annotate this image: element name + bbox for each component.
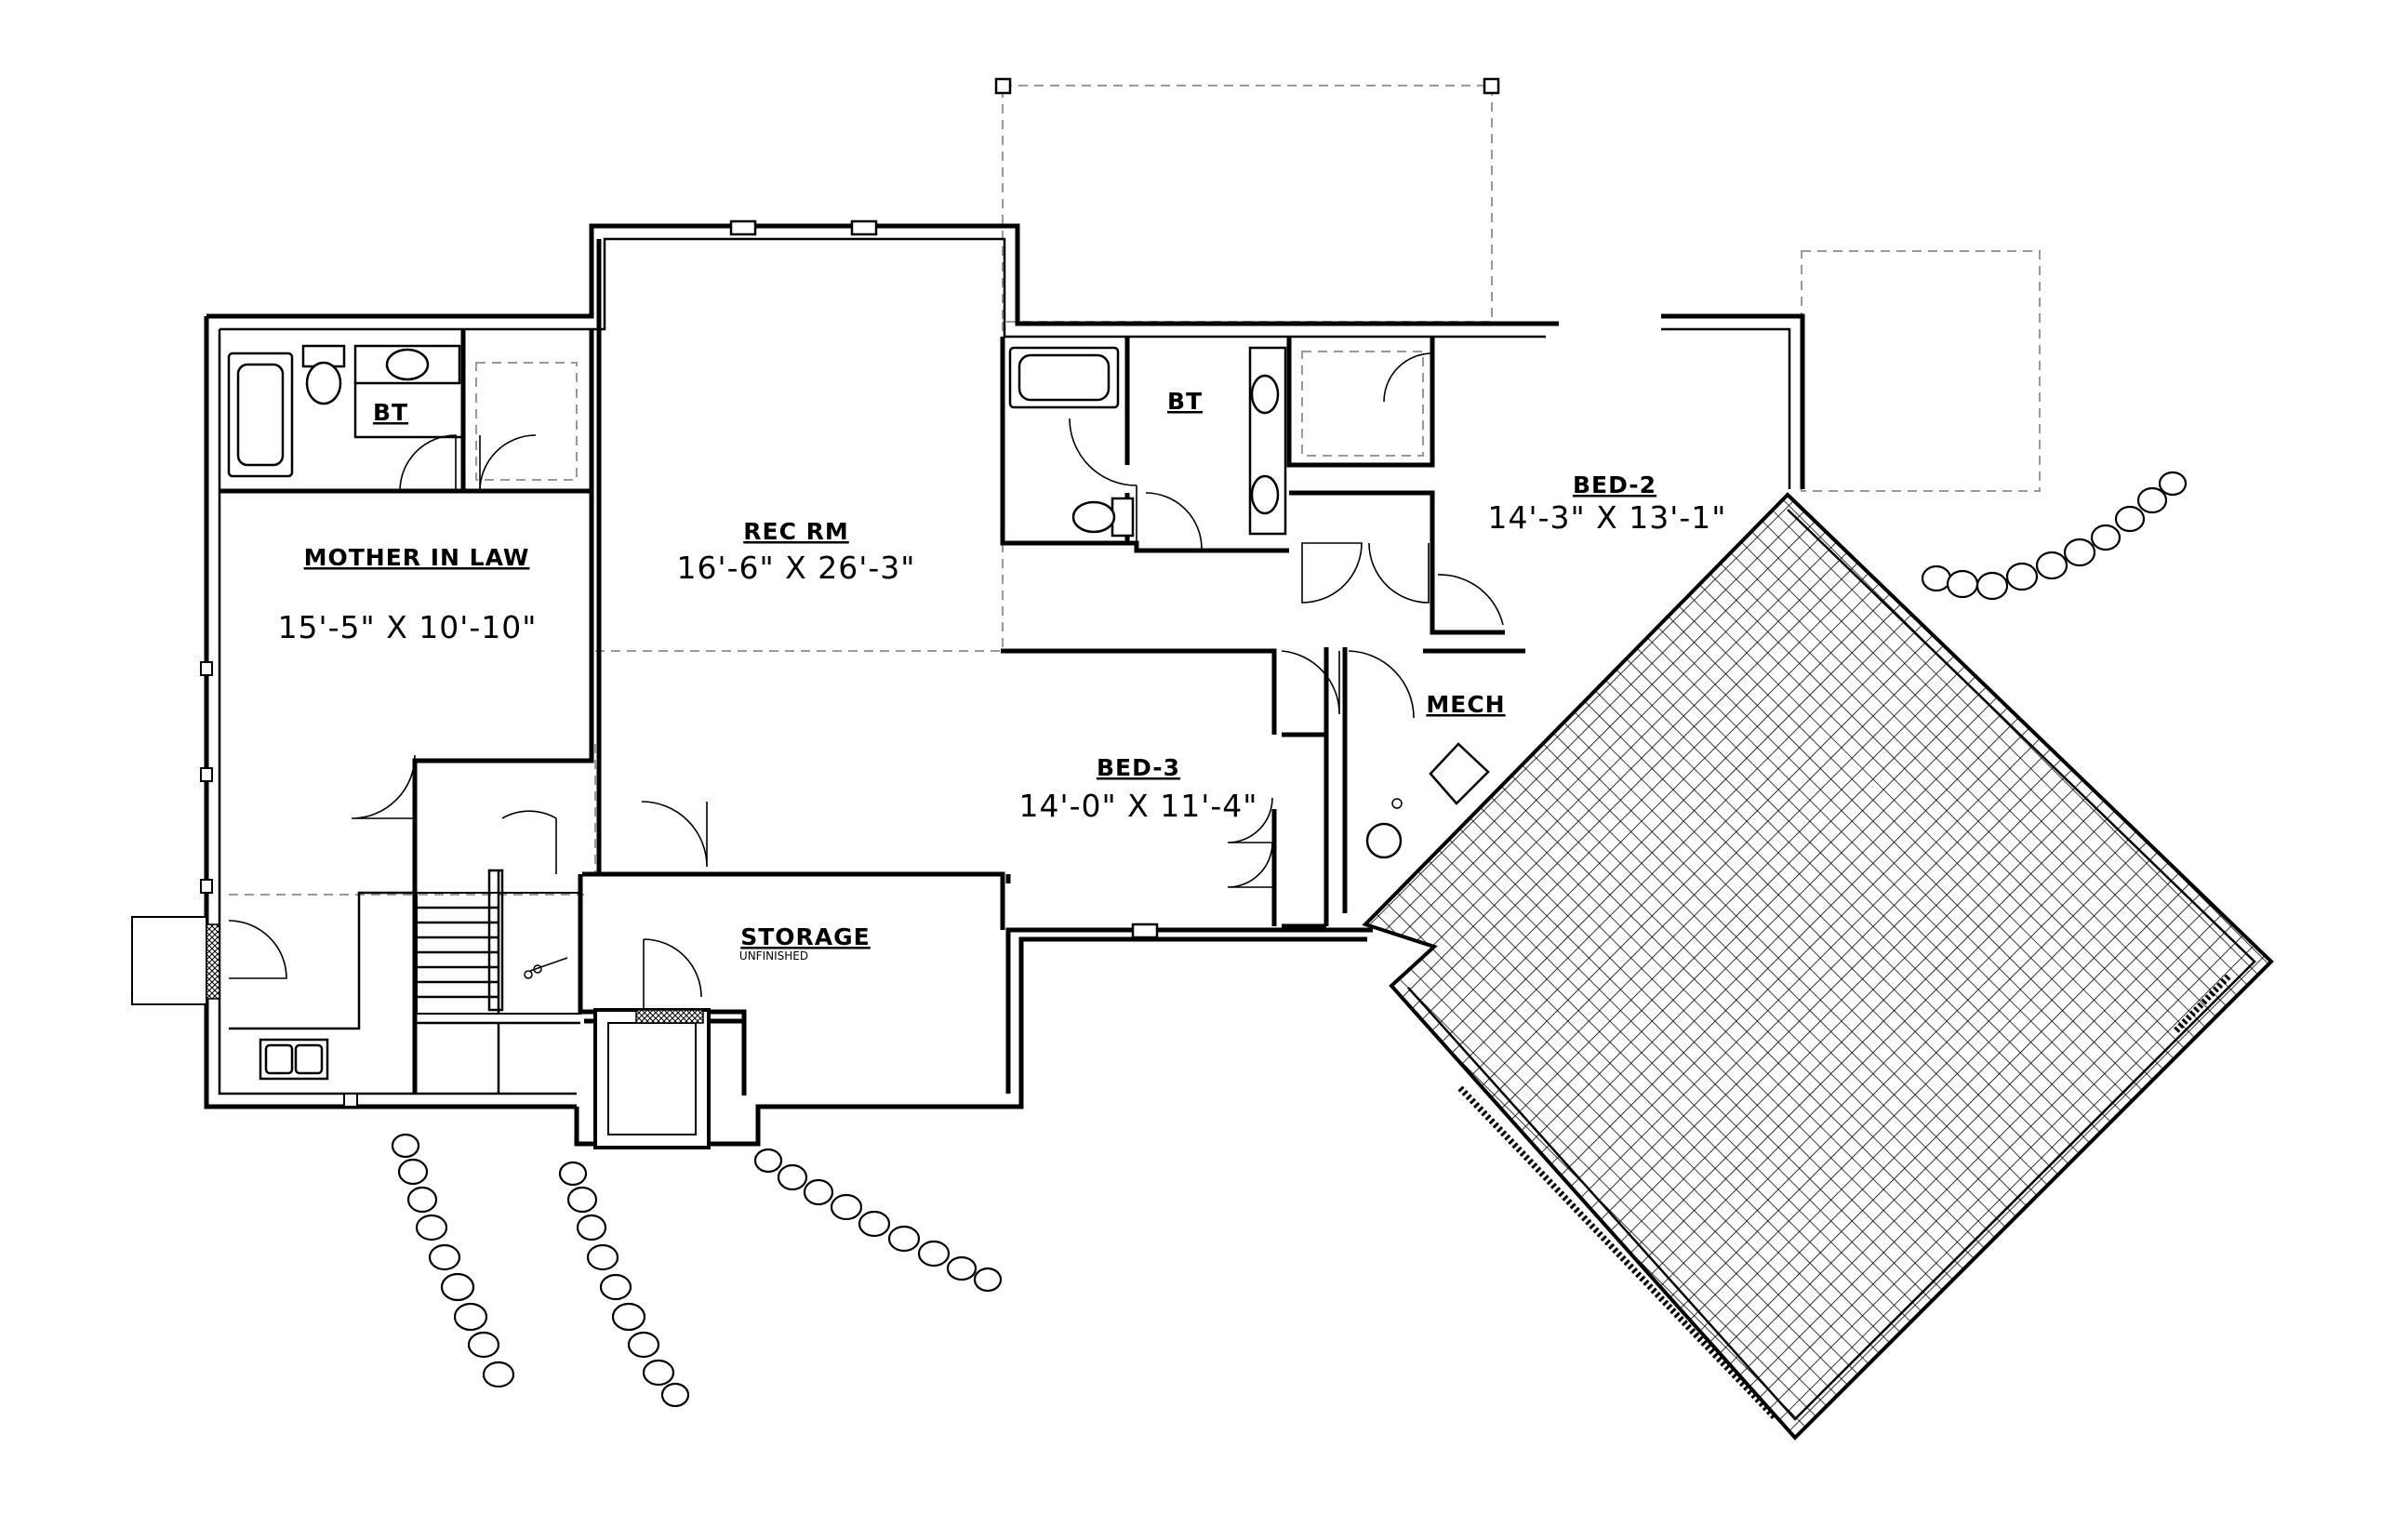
- room-note-storage: UNFINISHED: [739, 949, 808, 962]
- room-dims-mother-in-law: 15'-5" X 10'-10": [278, 609, 538, 645]
- hatched-deck: [1362, 492, 2274, 1440]
- room-name-storage: STORAGE: [740, 923, 871, 950]
- left-bath-fixtures: [227, 344, 463, 478]
- room-dims-bed-3: 14'-0" X 11'-4": [1019, 788, 1258, 824]
- room-dims-bed-2: 14'-3" X 13'-1": [1488, 499, 1727, 536]
- stairs: [416, 869, 581, 1094]
- window-markers: [200, 219, 1159, 1108]
- room-dims-rec-rm: 16'-6" X 26'-3": [677, 550, 916, 586]
- room-name-bt-left: BT: [373, 399, 408, 426]
- door-swings: [228, 352, 1504, 1012]
- room-name-mother-in-law: MOTHER IN LAW: [304, 544, 530, 571]
- entry-details: [131, 916, 711, 1149]
- closet-outlines: [475, 351, 1424, 481]
- room-name-rec-rm: REC RM: [743, 518, 849, 545]
- room-name-bed-3: BED-3: [1097, 754, 1180, 781]
- right-bath-fixtures: [1008, 346, 1287, 538]
- shrub-row-3: [753, 1148, 1003, 1293]
- room-name-mech: MECH: [1426, 691, 1505, 718]
- shrub-row-4: [1921, 471, 2188, 601]
- room-name-bed-2: BED-2: [1573, 471, 1656, 498]
- shrub-rows: [391, 471, 2188, 1408]
- room-labels: BT MOTHER IN LAW 15'-5" X 10'-10" REC RM…: [278, 388, 1727, 962]
- room-name-bt-right: BT: [1167, 388, 1203, 415]
- shrub-row-2: [558, 1161, 690, 1408]
- kitchenette: [229, 891, 415, 1081]
- shrub-row-1: [391, 1133, 515, 1388]
- mech-equipment: [1365, 742, 1490, 859]
